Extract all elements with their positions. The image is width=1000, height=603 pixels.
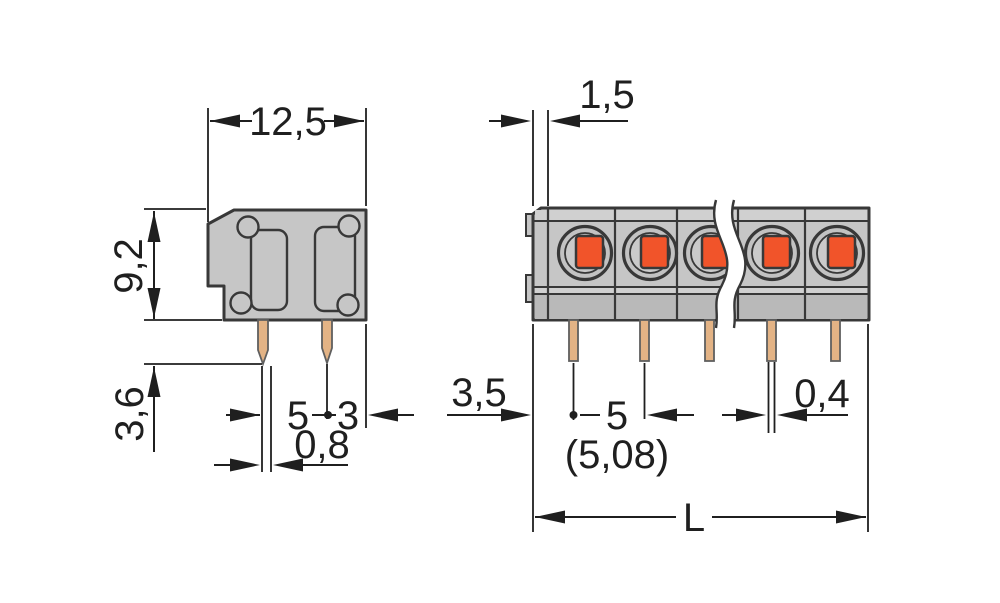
dimension-side-height: 9,2	[107, 208, 222, 321]
side-view	[206, 208, 368, 367]
side-hole-top-left	[236, 215, 260, 239]
dimension-label: (5,08)	[565, 433, 670, 477]
pushbutton-orange	[574, 234, 605, 270]
side-solder-pin-2	[321, 319, 333, 366]
pole-clamp-2	[621, 224, 679, 282]
dimension-side-width: 12,5	[207, 100, 367, 222]
dimension-label: 9,2	[107, 238, 151, 294]
pushbutton-orange	[761, 234, 792, 270]
front-view	[525, 199, 871, 362]
front-solder-pin-2	[639, 319, 650, 362]
side-solder-pin-1	[257, 319, 269, 367]
front-solder-pin-5	[830, 319, 841, 362]
dimension-label: 3,6	[108, 386, 152, 442]
dimension-label: 5	[287, 394, 309, 438]
pole-clamp-5	[808, 224, 866, 282]
dimension-label: L	[683, 496, 705, 540]
dimension-label: 0,8	[294, 423, 350, 467]
dimension-label: 12,5	[249, 100, 327, 144]
side-hole-bottom-left	[229, 291, 253, 315]
front-mid-strip	[535, 288, 867, 294]
front-solder-pin-3	[704, 319, 715, 362]
dimension-label: 5	[606, 394, 628, 438]
pushbutton-orange	[826, 234, 857, 270]
dimension-side-pin-width: 0,8	[214, 423, 350, 472]
side-hole-top-right	[337, 214, 361, 238]
front-bottom-strip	[535, 295, 867, 319]
side-slot-left	[249, 228, 289, 312]
dimension-front-pin-inset: 3,5	[447, 371, 531, 422]
front-solder-pin-4	[766, 319, 777, 362]
dimension-label: 3,5	[451, 371, 507, 415]
dimension-front-pitch: 5 (5,08)	[565, 363, 694, 477]
dimension-label: 0,4	[794, 372, 850, 416]
dimension-label: 1,5	[579, 73, 635, 117]
side-hole-bottom-right	[336, 293, 360, 317]
front-solder-pin-1	[568, 319, 579, 362]
dimension-side-pin-protrusion: 3,6	[108, 363, 262, 452]
side-slot-right	[313, 225, 357, 313]
dimension-front-pin-thickness: 0,4	[722, 362, 850, 433]
pole-clamp-1	[556, 224, 614, 282]
dimension-front-overall-length: L	[532, 324, 869, 540]
dimension-side-pitch-and-edge: 5 3	[226, 324, 414, 472]
dimension-label: 3	[337, 394, 359, 438]
dimension-front-end-offset: 1,5	[489, 73, 635, 206]
pushbutton-orange	[639, 234, 670, 270]
break-symbol	[713, 199, 747, 329]
front-top-strip	[535, 210, 867, 221]
pole-clamp-4	[743, 224, 801, 282]
